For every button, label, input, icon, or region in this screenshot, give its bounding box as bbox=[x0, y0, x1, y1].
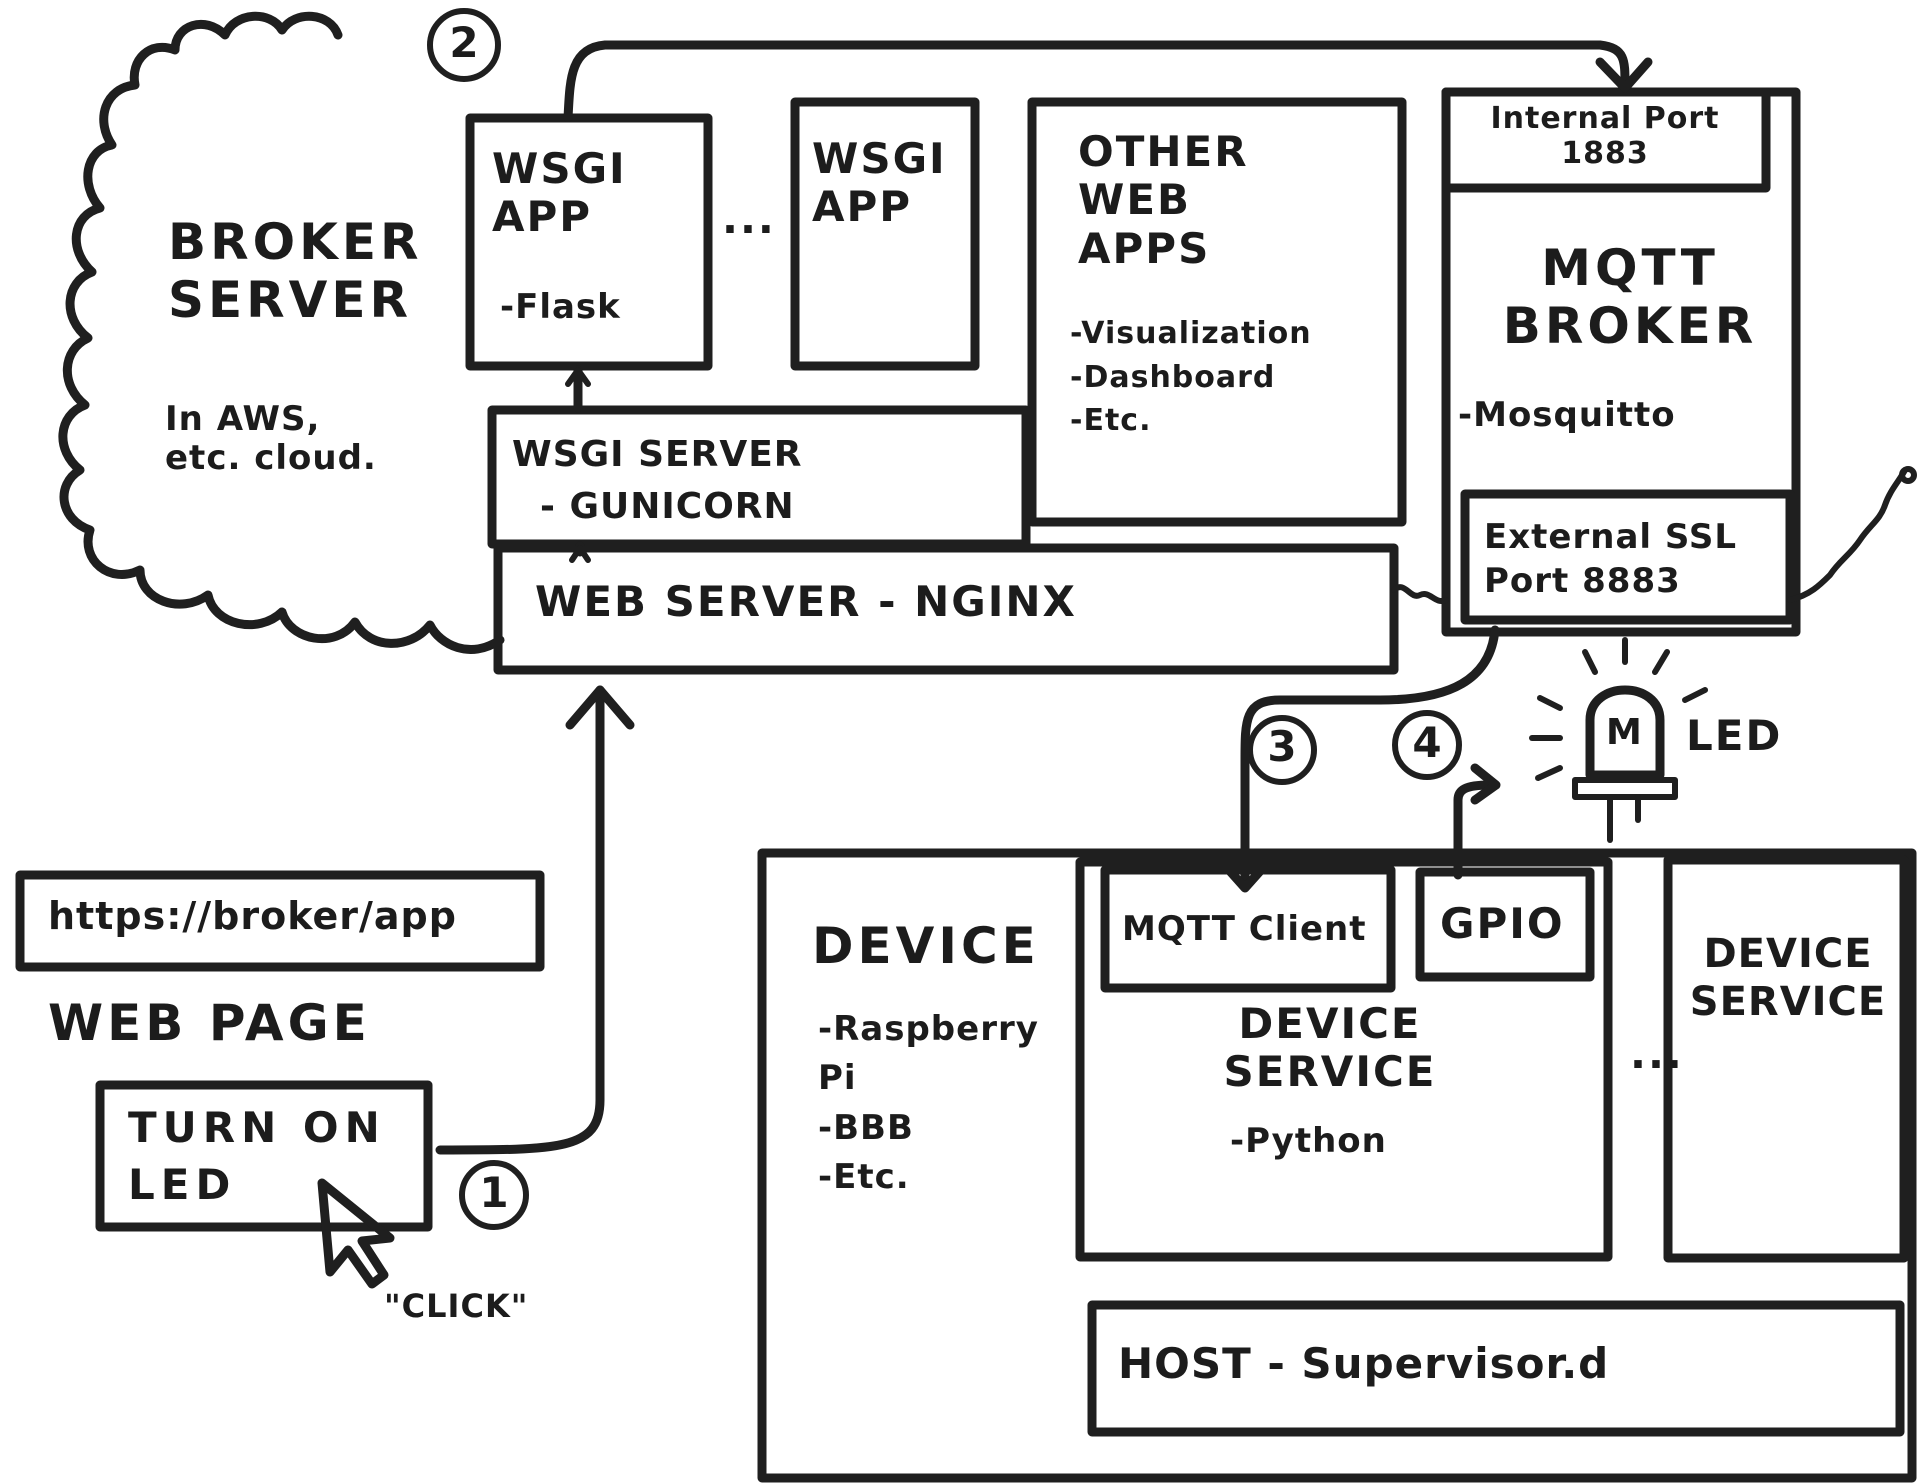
wsgi-app-2-box bbox=[790, 97, 980, 371]
arrow-app-to-broker bbox=[563, 40, 1630, 123]
device-service-box bbox=[1075, 857, 1613, 1262]
led-label: LED bbox=[1686, 711, 1783, 760]
other-web-apps-items: -Visualization -Dashboard -Etc. bbox=[1070, 316, 1312, 438]
apps-ellipsis: ... bbox=[722, 194, 776, 243]
cursor-pointer-icon bbox=[317, 1178, 395, 1289]
connector-squiggle-left bbox=[1391, 584, 1449, 604]
wsgi-server-title: WSGI SERVER bbox=[512, 434, 803, 475]
cloud-outline bbox=[58, 11, 505, 654]
device-title: DEVICE bbox=[812, 917, 1040, 975]
device-items: -Raspberry Pi -BBB -Etc. bbox=[818, 1009, 1039, 1197]
connector-squiggle-right bbox=[1787, 467, 1908, 603]
wsgi-app-1-box bbox=[465, 113, 713, 371]
device-service-2-title: DEVICE SERVICE bbox=[1689, 931, 1887, 1025]
broker-server-note: In AWS, etc. cloud. bbox=[165, 399, 377, 479]
services-ellipsis: ... bbox=[1630, 1029, 1684, 1078]
mqtt-client-box bbox=[1100, 865, 1396, 993]
device-box bbox=[757, 848, 1917, 1483]
step-1-label: 1 bbox=[479, 1168, 509, 1217]
other-web-apps-title: OTHER WEB APPS bbox=[1078, 127, 1249, 273]
click-label: "CLICK" bbox=[384, 1287, 529, 1325]
mqtt-broker-title: MQTT BROKER bbox=[1502, 239, 1758, 355]
host-label: HOST - Supervisor.d bbox=[1118, 1339, 1610, 1388]
device-service-2-box bbox=[1663, 855, 1909, 1263]
step-2-circle bbox=[427, 8, 501, 82]
external-port-label: External SSL Port 8883 bbox=[1484, 517, 1737, 602]
external-port-box bbox=[1460, 489, 1795, 625]
web-server-label: WEB SERVER - NGINX bbox=[535, 577, 1077, 626]
wsgi-app-1-detail: -Flask bbox=[500, 287, 621, 327]
turn-on-led-box bbox=[95, 1080, 433, 1232]
step-3-circle bbox=[1247, 715, 1317, 785]
led-glyph: M bbox=[1606, 712, 1643, 753]
arrow-broker-to-client bbox=[1240, 625, 1500, 890]
gpio-label: GPIO bbox=[1440, 899, 1565, 948]
mqtt-broker-detail: -Mosquitto bbox=[1458, 395, 1676, 435]
wsgi-app-1-title: WSGI APP bbox=[492, 144, 627, 242]
wsgi-app-2-title: WSGI APP bbox=[812, 134, 947, 232]
wsgi-server-detail: - GUNICORN bbox=[540, 486, 795, 527]
internal-port-box bbox=[1441, 87, 1771, 193]
gpio-box bbox=[1415, 867, 1595, 982]
led-icon bbox=[1529, 637, 1708, 843]
device-service-title: DEVICE SERVICE bbox=[1223, 999, 1437, 1097]
other-web-apps-box bbox=[1027, 97, 1407, 527]
step-4-label: 4 bbox=[1412, 718, 1442, 767]
broker-server-title: BROKER SERVER bbox=[168, 213, 423, 329]
device-service-detail: -Python bbox=[1230, 1121, 1387, 1161]
turn-on-led-button[interactable]: TURN ON LED bbox=[128, 1103, 386, 1209]
internal-port-label: Internal Port 1883 bbox=[1490, 101, 1720, 171]
url-text: https://broker/app bbox=[48, 894, 457, 938]
web-server-box bbox=[493, 543, 1399, 675]
host-box bbox=[1087, 1300, 1905, 1437]
arrow-page-to-nginx bbox=[435, 685, 605, 1155]
step-4-circle bbox=[1392, 710, 1462, 780]
step-1-circle bbox=[459, 1160, 529, 1230]
url-box bbox=[15, 870, 545, 972]
step-2-label: 2 bbox=[449, 18, 479, 67]
web-page-title: WEB PAGE bbox=[48, 994, 371, 1052]
mqtt-client-label: MQTT Client bbox=[1122, 909, 1367, 949]
arrow-gpio-to-led bbox=[1453, 780, 1495, 880]
step-3-label: 3 bbox=[1267, 722, 1297, 771]
